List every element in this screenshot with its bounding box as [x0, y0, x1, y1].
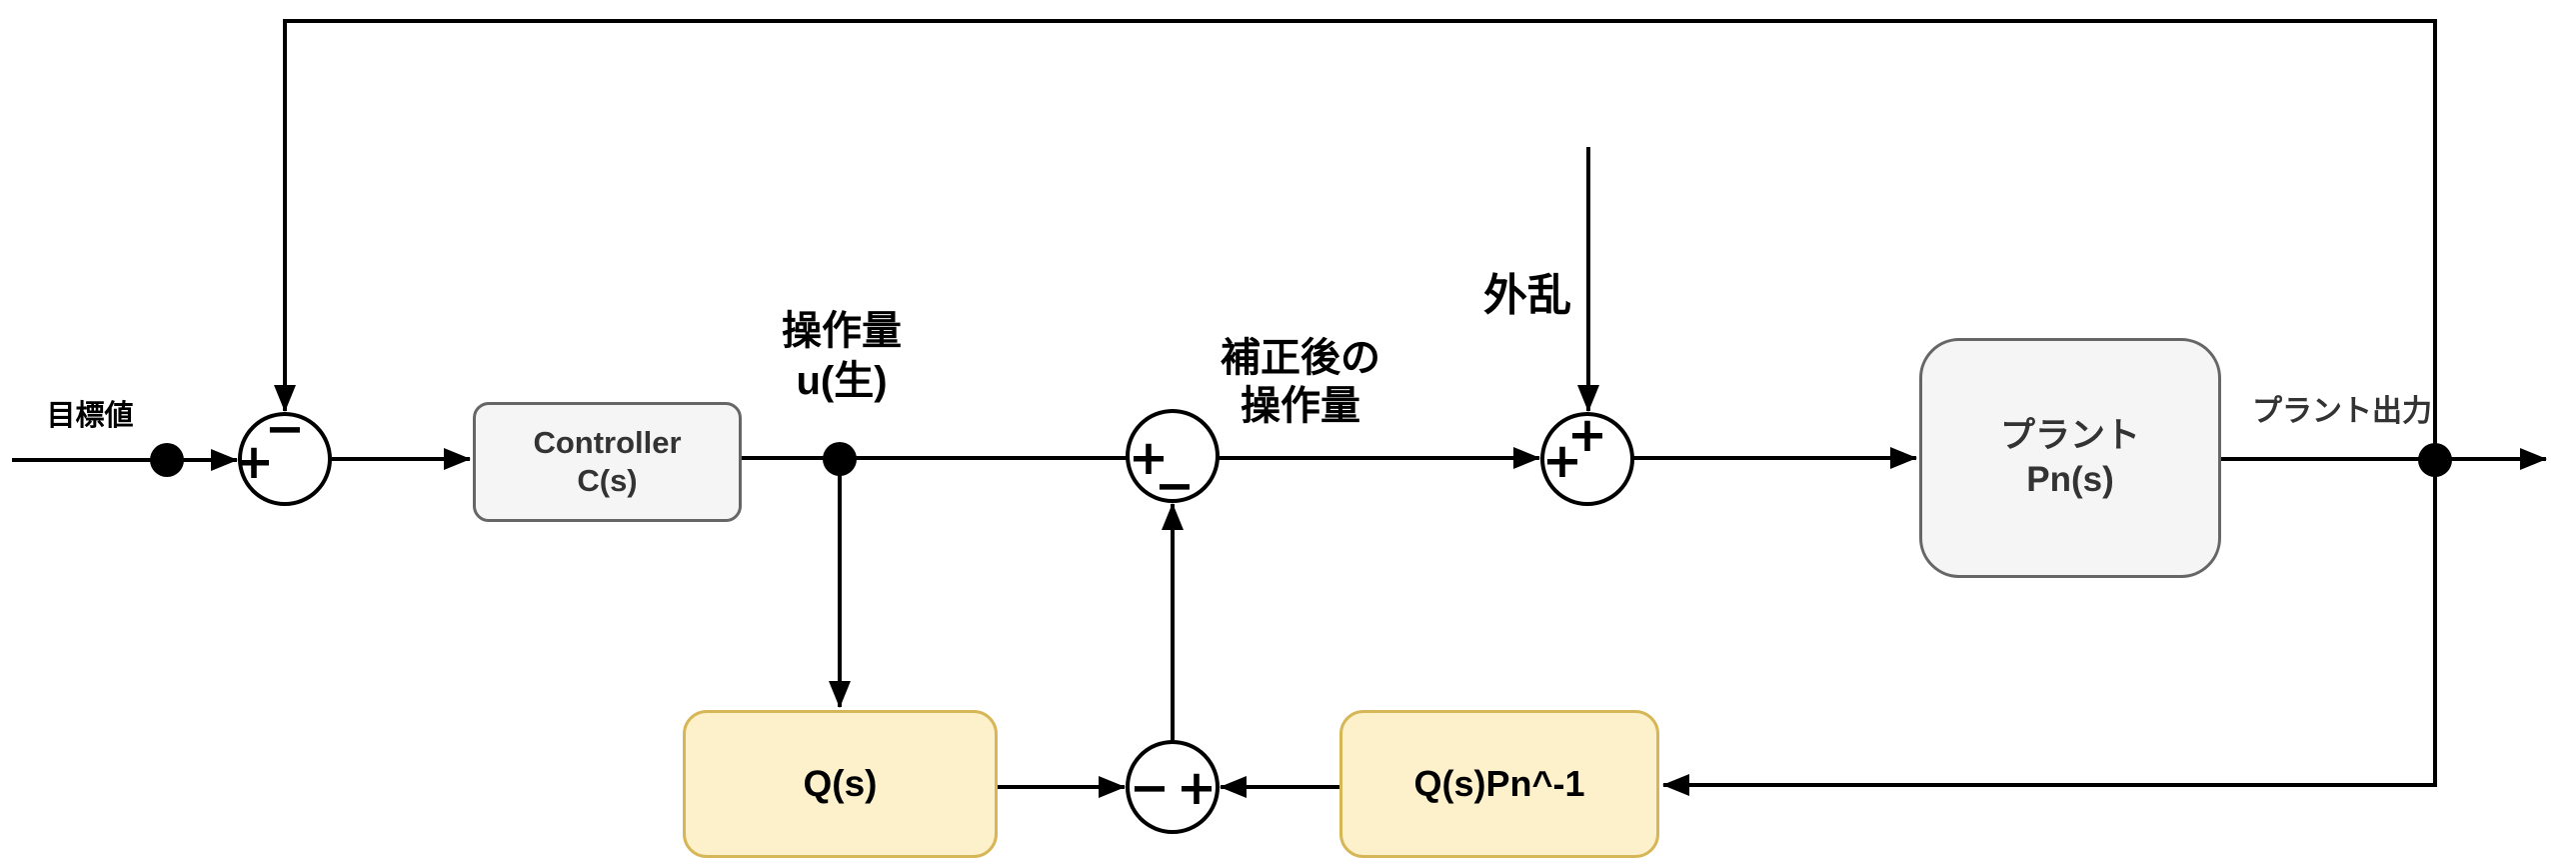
feedback-sum-minus-sign: − [265, 401, 305, 457]
corrected-control-label-line1: 補正後の [1221, 336, 1380, 380]
inverse-plant-block: Q(s)Pn^-1 [1339, 710, 1659, 858]
observer-sum-minus-sign: − [1130, 760, 1170, 816]
observer-sum-plus-sign: + [1177, 760, 1217, 816]
controller-label-line2: C(s) [577, 463, 638, 498]
disturbance-sum-left-plus-sign: + [1542, 433, 1582, 489]
feedback-bottom-line [1662, 465, 2437, 796]
reference-label: 目標値 [46, 400, 134, 432]
u-branch-node-dot [823, 442, 857, 476]
reference-node-dot [150, 443, 184, 477]
raw-control-label-line2: u(生) [796, 359, 888, 403]
corrected-control-label-line2: 操作量 [1241, 384, 1360, 428]
correction-sum-plus-sign: + [1129, 430, 1169, 486]
plant-block: プラント Pn(s) [1919, 338, 2221, 578]
correction-sum-minus-sign: − [1155, 458, 1195, 514]
plant-output-label: プラント出力 [2252, 395, 2432, 428]
feedback-sum-plus-sign: + [234, 434, 274, 490]
controller-block: Controller C(s) [473, 402, 742, 522]
feedback-top-line [274, 19, 2437, 455]
feedback-sum-junction [238, 412, 332, 506]
raw-control-label: 操作量 u(生) [742, 306, 942, 406]
plant-label-line2: Pn(s) [2026, 460, 2114, 499]
q-filter-block: Q(s) [683, 710, 998, 858]
correction-sum-junction [1126, 409, 1220, 503]
raw-control-label-line1: 操作量 [782, 309, 902, 353]
disturbance-sum-top-plus-sign: + [1567, 407, 1607, 463]
disturbance-sum-junction [1540, 412, 1634, 506]
disturbance-label: 外乱 [1483, 271, 1571, 320]
q-filter-label: Q(s) [803, 763, 878, 804]
observer-sum-junction [1126, 740, 1220, 834]
controller-label-line1: Controller [533, 425, 682, 460]
inverse-plant-label: Q(s)Pn^-1 [1413, 763, 1585, 804]
plant-label-line1: プラント [1999, 416, 2140, 455]
corrected-control-label: 補正後の 操作量 [1201, 334, 1400, 430]
output-branch-node-dot [2418, 443, 2452, 477]
